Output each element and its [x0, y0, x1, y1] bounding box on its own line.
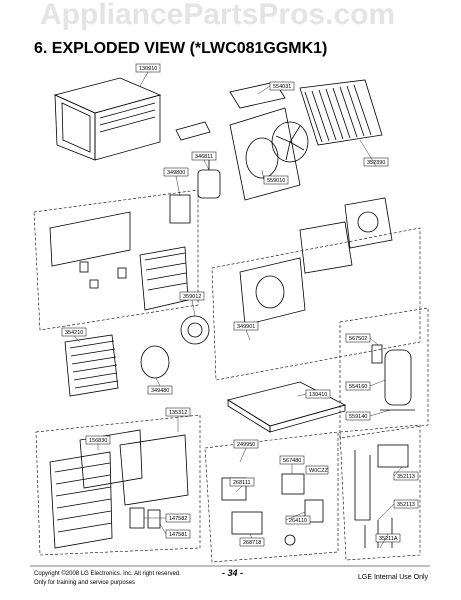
- label-352113-lower: 352113: [393, 499, 419, 509]
- label-349800: 349800: [163, 167, 189, 177]
- tubing-drawing: [354, 444, 409, 548]
- label-264110: 264110: [285, 515, 311, 525]
- svg-text:249950: 249950: [237, 442, 255, 448]
- svg-text:354210: 354210: [65, 330, 83, 336]
- footer-purpose: Only for training and service purposes: [34, 580, 136, 586]
- base-pan-drawing: [226, 381, 347, 427]
- label-559140: 559140: [345, 411, 371, 421]
- svg-text:349901: 349901: [237, 324, 255, 330]
- leader-lines: [73, 71, 403, 549]
- label-354210: 354210: [61, 327, 87, 337]
- top-bracket-drawing: [229, 81, 286, 109]
- control-box-drawing: [221, 473, 324, 546]
- svg-text:349480: 349480: [151, 388, 169, 394]
- frame-side-panel: [33, 189, 199, 331]
- frame-control: [204, 431, 339, 563]
- compressor-drawing: [371, 344, 415, 411]
- svg-text:359012: 359012: [183, 294, 201, 300]
- svg-text:35211A: 35211A: [379, 536, 398, 542]
- label-359012: 359012: [179, 291, 205, 301]
- label-268111: 268111: [229, 477, 255, 487]
- label-567502: 567502: [345, 333, 371, 343]
- condenser-coil-drawing: [299, 79, 383, 146]
- footer-copyright: Copyright ©2008 LG Electronics. Inc. All…: [34, 571, 181, 577]
- label-268718: 268718: [239, 537, 265, 547]
- label-135312: 135312: [165, 407, 191, 417]
- cabinet-drawing: [53, 77, 162, 161]
- label-352390: 352390: [363, 157, 389, 167]
- svg-text:268111: 268111: [233, 480, 251, 486]
- label-35211A: 35211A: [375, 533, 401, 543]
- svg-text:352390: 352390: [367, 160, 385, 166]
- evaporator-drawing: [64, 334, 119, 397]
- svg-text:W0CZZ: W0CZZ: [309, 468, 329, 474]
- label-349480: 349480: [147, 385, 173, 395]
- label-147582: 147582: [165, 513, 191, 523]
- frame-front-grille: [35, 414, 201, 556]
- svg-text:135312: 135312: [169, 410, 187, 416]
- svg-text:147582: 147582: [169, 516, 187, 522]
- blower-wheel-drawing: [180, 315, 210, 345]
- svg-text:130910: 130910: [139, 66, 157, 72]
- svg-text:268718: 268718: [243, 540, 261, 546]
- page-number: - 34 -: [222, 568, 244, 578]
- label-567480: 567480: [279, 455, 305, 465]
- side-panel-drawing: [49, 211, 189, 311]
- label-130410: 130410: [305, 389, 331, 399]
- svg-text:554031: 554031: [273, 84, 291, 90]
- svg-text:559140: 559140: [349, 414, 367, 420]
- svg-text:346811: 346811: [195, 154, 213, 160]
- label-346811: 346811: [191, 151, 217, 161]
- small-bracket-drawing: [175, 121, 211, 141]
- svg-text:352113: 352113: [397, 502, 415, 508]
- svg-text:567480: 567480: [283, 458, 301, 464]
- label-554031: 554031: [269, 81, 295, 91]
- frame-fan-shroud: [211, 227, 421, 381]
- svg-text:147581: 147581: [169, 532, 187, 538]
- ring-drawing: [140, 345, 170, 379]
- part-labels: 130910 554031 346811 349800 559010 35239…: [61, 63, 419, 547]
- watermark: AppliancePartsPros.com: [40, 0, 396, 31]
- label-559010: 559010: [263, 175, 289, 185]
- frame-tubing: [339, 424, 421, 561]
- shroud-drawing: [239, 197, 393, 326]
- label-352113-upper: 352113: [393, 471, 419, 481]
- front-grille-drawing: [49, 429, 189, 549]
- svg-text:264110: 264110: [289, 518, 307, 524]
- svg-text:349800: 349800: [167, 170, 185, 176]
- label-130910: 130910: [135, 63, 161, 73]
- page-title: 6. EXPLODED VIEW (*LWC081GGMK1): [34, 40, 328, 57]
- svg-text:156830: 156830: [89, 438, 107, 444]
- label-W0CZZ: W0CZZ: [305, 465, 329, 475]
- fan-blade-drawing: [229, 107, 309, 201]
- label-156830: 156830: [85, 435, 111, 445]
- label-147581: 147581: [165, 529, 191, 539]
- label-349901: 349901: [233, 321, 259, 331]
- footer-internal: LGE Internal Use Only: [358, 574, 429, 581]
- frame-compressor: [339, 307, 429, 439]
- svg-text:567502: 567502: [349, 336, 367, 342]
- svg-text:554160: 554160: [349, 384, 367, 390]
- label-554160: 554160: [345, 381, 371, 391]
- svg-text:352113: 352113: [397, 474, 415, 480]
- svg-text:559010: 559010: [267, 178, 285, 184]
- svg-text:130410: 130410: [309, 392, 327, 398]
- label-249950: 249950: [233, 439, 259, 449]
